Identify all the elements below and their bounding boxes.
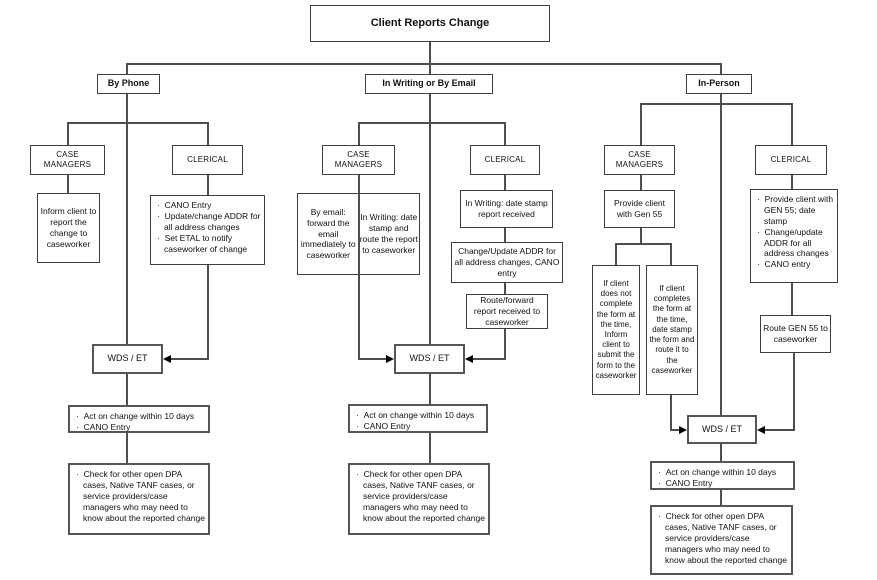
connector [791,283,793,315]
arrowhead-icon [679,426,687,434]
inperson-if-completes-box: If client completes the form at the time… [646,265,698,395]
task-item: CANO entry [755,259,811,270]
connector [207,265,209,360]
arrowhead-icon [757,426,765,434]
writing-act-box: Act on change within 10 days CANO Entry [348,404,488,433]
phone-case-managers-header: CASE MANAGERS [30,145,105,175]
connector [429,374,431,404]
task-item: CANO Entry [74,422,131,433]
connector [504,228,506,242]
writing-clerical-step2-box: Change/Update ADDR for all address chang… [451,242,563,283]
connector [504,283,506,294]
connector [358,122,506,124]
connector [640,103,793,105]
task-item: Act on change within 10 days [656,467,777,478]
connector [126,374,128,405]
branch-label-in-person: In-Person [686,74,752,94]
arrowhead-icon [163,355,171,363]
phone-clerical-header: CLERICAL [172,145,243,175]
task-item: Set ETAL to notify caseworker of change [155,233,261,255]
task-item: Change/update ADDR for all address chang… [755,227,834,260]
connector [504,329,506,360]
writing-check-box: Check for other open DPA cases, Native T… [348,463,490,535]
task-item: CANO Entry [656,478,713,489]
connector [358,358,386,360]
connector [429,63,431,74]
branch-label-by-phone: By Phone [97,74,160,94]
connector [791,175,793,189]
task-item: Check for other open DPA cases, Native T… [656,511,788,565]
cm-by-email-cell: By email: forward the email immediately … [300,206,356,261]
inperson-if-not-complete-box: If client does not complete the form at … [592,265,640,395]
writing-clerical-header: CLERICAL [470,145,540,175]
connector [358,175,360,360]
connector [720,444,722,461]
connector [765,429,793,431]
connector [615,243,617,265]
branch-label-in-writing: In Writing or By Email [365,74,493,94]
task-item: CANO Entry [354,421,411,432]
writing-clerical-step1-box: In Writing: date stamp report received [460,190,553,228]
inperson-wds-et-box: WDS / ET [687,415,757,444]
arrowhead-icon [386,355,394,363]
connector [171,358,209,360]
connector [670,429,679,431]
inperson-check-box: Check for other open DPA cases, Native T… [650,505,793,575]
arrowhead-icon [465,355,473,363]
phone-check-box: Check for other open DPA cases, Native T… [68,463,210,535]
flowchart-title: Client Reports Change [310,5,550,42]
connector [126,63,722,65]
inperson-clerical-header: CLERICAL [755,145,827,175]
inperson-route-gen55-box: Route GEN 55 to caseworker [760,315,831,353]
writing-case-managers-header: CASE MANAGERS [322,145,395,175]
writing-wds-et-box: WDS / ET [394,344,465,374]
connector [640,175,642,190]
cm-in-writing-cell: In Writing: date stamp and route the rep… [359,212,418,255]
connector [358,122,360,145]
phone-cm-action-box: Inform client to report the change to ca… [37,193,100,263]
connector [126,433,128,463]
task-item: Update/change ADDR for all address chang… [155,211,261,233]
connector [126,63,128,74]
connector [793,353,795,431]
task-item: Act on change within 10 days [354,410,475,421]
connector [504,122,506,145]
connector [473,358,506,360]
phone-wds-et-box: WDS / ET [92,344,163,374]
connector [791,103,793,145]
inperson-act-box: Act on change within 10 days CANO Entry [650,461,795,490]
connector [429,433,431,463]
connector [429,94,431,344]
task-item: CANO Entry [155,200,212,211]
connector [67,175,69,193]
connector [670,243,672,265]
phone-act-box: Act on change within 10 days CANO Entry [68,405,210,433]
connector [720,490,722,505]
task-item: Check for other open DPA cases, Native T… [74,469,205,523]
inperson-case-managers-header: CASE MANAGERS [604,145,675,175]
task-item: Provide client with GEN 55; date stamp [755,194,834,227]
connector [126,94,128,344]
inperson-cm-provide-box: Provide client with Gen 55 [604,190,675,228]
task-item: Check for other open DPA cases, Native T… [354,469,485,523]
task-item: Act on change within 10 days [74,411,195,422]
connector [640,228,642,243]
connector [504,175,506,190]
connector [670,394,672,431]
connector [720,94,722,415]
inperson-clerical-tasks-box: Provide client with GEN 55; date stamp C… [750,189,838,283]
connector [640,103,642,145]
connector [67,122,209,124]
connector [720,63,722,74]
connector [67,122,69,145]
phone-clerical-tasks-box: CANO Entry Update/change ADDR for all ad… [150,195,265,265]
connector [207,122,209,145]
connector [207,175,209,195]
connector [429,42,431,63]
connector [615,243,672,245]
writing-clerical-step3-box: Route/forward report received to casewor… [466,294,548,329]
